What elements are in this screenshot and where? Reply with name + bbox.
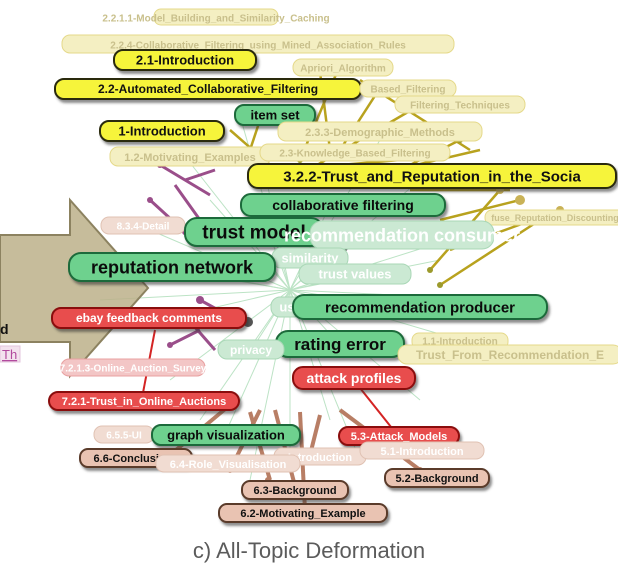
fragment-box-b (0, 345, 21, 363)
label-text: 2.2-Automated_Collaborative_Filtering (98, 82, 318, 96)
label-l20[interactable]: trust values (298, 263, 412, 285)
label-text: trust model (202, 223, 305, 244)
fragment-text-b: Th (2, 347, 17, 362)
label-l29[interactable]: 7.2.1-Trust_in_Online_Auctions (48, 391, 240, 411)
label-l30[interactable]: 6.5.5-UI (93, 425, 155, 444)
label-l10[interactable]: 2.3.3-Demographic_Methods (277, 121, 483, 142)
label-text: 5.3-Attack_Models (351, 431, 448, 443)
label-l3[interactable]: 2.1-Introduction (113, 49, 257, 71)
label-text: similarity (281, 251, 339, 266)
label-l9[interactable]: 1-Introduction (99, 120, 225, 142)
label-text: graph visualization (167, 428, 285, 443)
label-text: 1.1-Introduction (422, 337, 498, 348)
label-text: 1.2-Motivating_Examples (124, 152, 255, 164)
label-l13[interactable]: 3.2.2-Trust_and_Reputation_in_the_Socia (247, 163, 617, 189)
label-l2[interactable]: 2.2.4-Collaborative_Filtering_using_Mine… (61, 34, 455, 54)
label-text: Based_Filtering (370, 85, 445, 96)
label-l14[interactable]: collaborative filtering (240, 193, 446, 217)
label-text: trust values (319, 267, 392, 282)
fragment-text-a: d (0, 321, 9, 337)
label-l28[interactable]: attack profiles (292, 366, 416, 390)
label-text: 1-Introduction (118, 124, 205, 139)
label-l36[interactable]: 6.4-Role_Visualisation (155, 454, 301, 473)
label-l38[interactable]: 6.3-Background (241, 480, 349, 500)
label-text: 2.1-Introduction (136, 53, 234, 68)
label-l23[interactable]: rating error (275, 330, 405, 358)
label-text: 6.5.5-UI (106, 431, 142, 442)
left-fragments: d Th (0, 321, 21, 363)
label-text: 6.3-Background (253, 485, 336, 497)
label-text: rating error (294, 335, 386, 354)
label-l37[interactable]: 5.2-Background (384, 468, 490, 488)
label-text: 2.2.4-Collaborative_Filtering_using_Mine… (110, 41, 406, 52)
label-l34[interactable]: 5.1-Introduction (359, 441, 485, 460)
label-text: Apriori_Algorithm (300, 64, 386, 75)
label-text: Filtering_Techniques (410, 101, 510, 112)
label-text: collaborative filtering (272, 197, 414, 213)
label-text: 7.2.1-Trust_in_Online_Auctions (62, 396, 226, 408)
label-l4[interactable]: Apriori_Algorithm (292, 58, 394, 77)
label-l15[interactable]: 8.3.4-Detail (100, 216, 186, 235)
label-text: 8.3.4-Detail (117, 222, 170, 233)
label-text: Trust_From_Recommendation_E (416, 348, 604, 362)
label-l27[interactable]: 7.2.1.3-Online_Auction_Survey (60, 358, 207, 377)
label-l22[interactable]: ebay feedback comments (51, 307, 247, 329)
pointer-arrow (0, 197, 150, 379)
label-text: 5.2-Background (395, 473, 478, 485)
label-text: 2.3.3-Demographic_Methods (305, 127, 455, 139)
label-l5[interactable]: 2.2-Automated_Collaborative_Filtering (54, 78, 362, 100)
label-l31[interactable]: graph visualization (151, 424, 301, 446)
label-text: 3.2.2-Trust_and_Reputation_in_the_Socia (283, 168, 581, 185)
label-l24[interactable]: privacy (217, 339, 285, 360)
label-l7[interactable]: item set (234, 104, 316, 126)
label-text: 2.3-Knowledge_Based_Filtering (279, 149, 430, 160)
label-text: privacy (230, 343, 272, 357)
label-text: ebay feedback comments (76, 311, 222, 325)
label-text: 2.2.1.1-Model_Building_and_Similarity_Ca… (102, 14, 329, 25)
label-l40[interactable]: fuse_Reputation_Discounting (484, 209, 618, 226)
label-l39[interactable]: 6.2-Motivating_Example (218, 503, 388, 523)
label-l11[interactable]: 1.2-Motivating_Examples (109, 146, 271, 167)
label-text: 7.2.1.3-Online_Auction_Survey (60, 364, 207, 375)
label-l1[interactable]: 2.2.1.1-Model_Building_and_Similarity_Ca… (102, 8, 330, 26)
label-text: 5.1-Introduction (380, 446, 463, 458)
label-text: item set (250, 108, 300, 123)
label-text: reputation network (91, 257, 254, 277)
figure-caption: c) All-Topic Deformation (192, 538, 426, 563)
label-text: recommendation producer (325, 299, 515, 316)
label-text: Introduction (288, 452, 352, 464)
label-text: 6.4-Role_Visualisation (170, 459, 287, 471)
label-l8[interactable]: Filtering_Techniques (394, 95, 526, 114)
label-text: attack profiles (307, 370, 402, 386)
label-l19[interactable]: reputation network (68, 252, 276, 282)
label-l12[interactable]: 2.3-Knowledge_Based_Filtering (259, 143, 451, 162)
label-text: 6.2-Motivating_Example (240, 508, 365, 520)
label-text: us (279, 300, 294, 315)
label-text: fuse_Reputation_Discounting (491, 213, 618, 223)
label-l32[interactable]: 5.3-Attack_Models (338, 426, 460, 446)
label-l17[interactable]: recommendation consumer (284, 220, 520, 250)
label-l18[interactable]: similarity (271, 247, 349, 269)
label-text: recommendation consumer (284, 225, 520, 245)
label-l21[interactable]: recommendation producer (292, 294, 548, 320)
label-l26[interactable]: Trust_From_Recommendation_E (397, 344, 618, 365)
label-l6[interactable]: Based_Filtering (359, 79, 457, 98)
